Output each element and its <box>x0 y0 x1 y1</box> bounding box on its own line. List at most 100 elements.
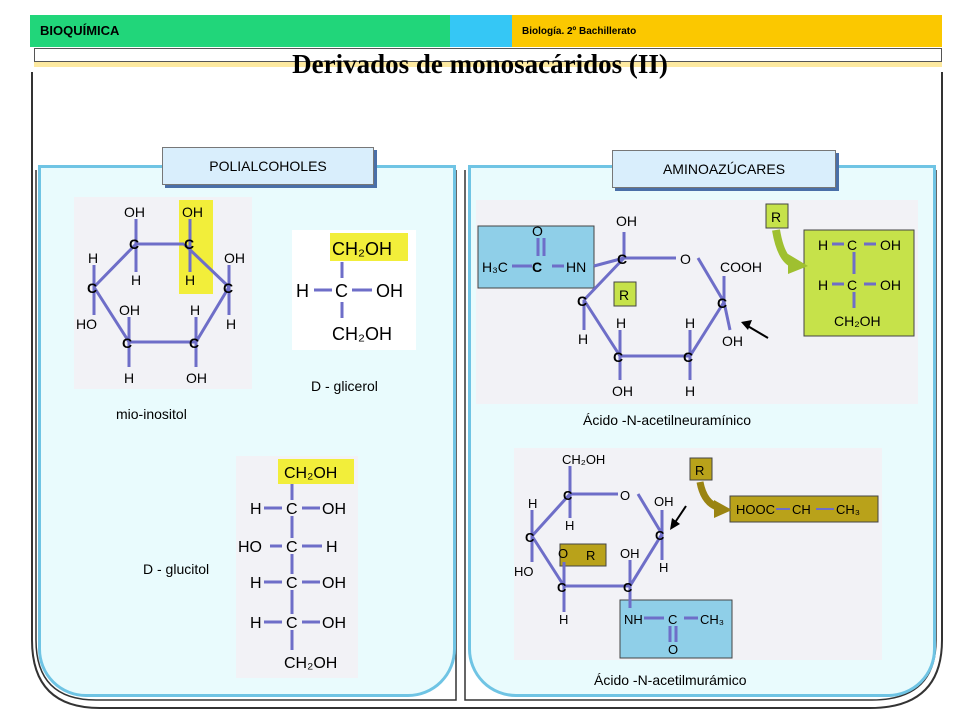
header-bar-right <box>512 15 942 47</box>
svg-text:O: O <box>558 546 568 561</box>
svg-text:C: C <box>335 281 348 301</box>
title-bar <box>34 48 942 62</box>
svg-text:C: C <box>286 615 298 632</box>
svg-text:C: C <box>623 580 633 595</box>
svg-text:OH: OH <box>880 237 901 253</box>
muramic-acid-structure: CH₂OH C O H H C HO O R C H OH C H OH C N… <box>514 448 882 660</box>
inositol-structure: OH C H OH C H H C HO OH C H OH C H H C O… <box>74 197 252 389</box>
svg-text:HO: HO <box>76 316 97 332</box>
page-title: Derivados de monosacáridos (II) <box>292 49 668 79</box>
neuraminic-acid-caption: Ácido -N-acetilneuramínico <box>583 412 752 428</box>
header-bar-left <box>30 15 450 47</box>
svg-text:R: R <box>695 463 704 478</box>
svg-text:H: H <box>685 315 695 331</box>
svg-text:C: C <box>129 236 139 252</box>
muramic-acid-caption: Ácido -N-acetilmurámico <box>594 672 747 688</box>
svg-text:C: C <box>184 236 194 252</box>
svg-text:OH: OH <box>654 494 674 509</box>
svg-text:C: C <box>189 335 199 351</box>
svg-text:OH: OH <box>322 501 346 518</box>
svg-text:C: C <box>286 575 298 592</box>
svg-text:H: H <box>565 518 574 533</box>
polyalcohols-tab: POLIALCOHOLES <box>162 147 374 185</box>
svg-text:C: C <box>717 295 727 311</box>
svg-text:R: R <box>586 548 595 563</box>
svg-text:H: H <box>88 250 98 266</box>
svg-text:C: C <box>613 349 623 365</box>
svg-text:H: H <box>818 277 828 293</box>
svg-text:OH: OH <box>182 204 203 220</box>
svg-text:H: H <box>190 302 200 318</box>
svg-text:H: H <box>250 615 262 632</box>
svg-text:C: C <box>617 251 627 267</box>
svg-text:CH₂OH: CH₂OH <box>332 324 392 344</box>
svg-text:H: H <box>528 496 537 511</box>
svg-text:OH: OH <box>620 546 640 561</box>
svg-text:NH: NH <box>624 612 643 627</box>
svg-text:OH: OH <box>322 615 346 632</box>
svg-text:C: C <box>683 349 693 365</box>
svg-text:HN: HN <box>566 259 586 275</box>
svg-text:OH: OH <box>186 370 207 386</box>
svg-text:OH: OH <box>616 213 637 229</box>
glucitol-structure: CH₂OH H C OH HO C H H C OH H C OH CH₂OH <box>236 456 358 678</box>
svg-text:O: O <box>532 223 543 239</box>
svg-text:O: O <box>620 488 630 503</box>
header-bar-middle <box>450 15 512 47</box>
svg-text:CH₃: CH₃ <box>836 502 860 517</box>
svg-text:H: H <box>250 575 262 592</box>
svg-text:OH: OH <box>880 277 901 293</box>
svg-text:H: H <box>296 281 309 301</box>
svg-text:H: H <box>226 316 236 332</box>
svg-text:C: C <box>847 277 857 293</box>
svg-text:H: H <box>559 612 568 627</box>
svg-text:O: O <box>680 251 691 267</box>
svg-text:OH: OH <box>722 333 743 349</box>
svg-text:H: H <box>124 370 134 386</box>
svg-text:C: C <box>577 293 587 309</box>
inositol-caption: mio-inositol <box>116 406 187 422</box>
svg-text:CH₂OH: CH₂OH <box>284 465 337 482</box>
svg-text:HO: HO <box>514 564 534 579</box>
svg-text:HO: HO <box>238 539 262 556</box>
svg-text:C: C <box>847 237 857 253</box>
svg-text:C: C <box>525 530 535 545</box>
svg-text:C: C <box>286 539 298 556</box>
svg-text:H: H <box>326 539 338 556</box>
title-underline <box>34 61 942 67</box>
svg-text:C: C <box>286 501 298 518</box>
svg-text:H: H <box>616 315 626 331</box>
svg-text:HOOC: HOOC <box>736 502 775 517</box>
svg-text:R: R <box>771 209 781 225</box>
glycerol-caption: D - glicerol <box>311 378 378 394</box>
svg-text:H: H <box>185 272 195 288</box>
svg-text:R: R <box>619 287 629 303</box>
svg-text:OH: OH <box>124 204 145 220</box>
svg-text:CH₂OH: CH₂OH <box>284 655 337 672</box>
svg-text:H: H <box>659 560 668 575</box>
svg-text:H₃C: H₃C <box>482 259 508 275</box>
svg-text:H: H <box>250 501 262 518</box>
svg-text:CH₂OH: CH₂OH <box>332 239 392 259</box>
svg-text:C: C <box>532 259 542 275</box>
svg-text:O: O <box>668 642 678 657</box>
svg-text:C: C <box>655 528 665 543</box>
svg-text:H: H <box>818 237 828 253</box>
svg-text:H: H <box>578 331 588 347</box>
svg-text:C: C <box>668 612 677 627</box>
svg-text:CH: CH <box>792 502 811 517</box>
svg-text:CH₂OH: CH₂OH <box>834 313 881 329</box>
svg-text:OH: OH <box>224 250 245 266</box>
svg-text:H: H <box>131 272 141 288</box>
svg-text:OH: OH <box>322 575 346 592</box>
svg-text:OH: OH <box>376 281 403 301</box>
svg-text:C: C <box>557 580 567 595</box>
svg-text:OH: OH <box>119 302 140 318</box>
svg-text:CH₂OH: CH₂OH <box>562 452 605 467</box>
neuraminic-acid-structure: O H₃C C HN OH C O R COOH C OH C H H C OH… <box>476 200 918 404</box>
svg-text:C: C <box>122 335 132 351</box>
svg-text:COOH: COOH <box>720 259 762 275</box>
glucitol-caption: D - glucitol <box>143 561 210 577</box>
subject-label: BIOQUÍMICA <box>40 23 120 38</box>
glycerol-structure: CH₂OH H C OH CH₂OH <box>292 230 416 350</box>
